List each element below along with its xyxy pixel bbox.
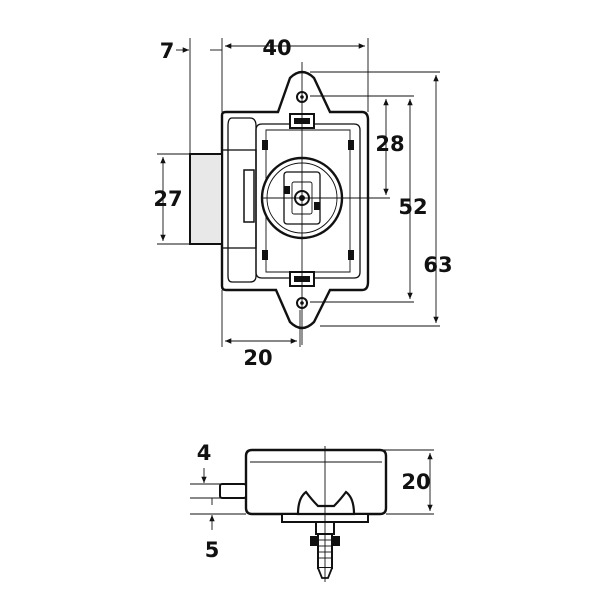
front-view [189,62,372,345]
inner-housing-edge [265,129,351,273]
dim-label-40: 40 [262,36,291,60]
side-bolt [219,483,247,499]
side-dimensions: 4 5 20 [190,441,434,562]
bolt-block [189,153,223,245]
dim-label-28: 28 [375,132,404,156]
side-body [244,448,388,516]
dim-label-27: 27 [153,187,182,211]
mounting-plate [220,70,370,330]
dim-label-20-front: 20 [243,346,272,370]
dim-label-5: 5 [205,538,220,562]
left-slot [227,117,257,283]
dim-label-63: 63 [423,253,452,277]
dim-label-52: 52 [398,195,427,219]
bolt-tongue [221,149,257,249]
dim-label-4: 4 [197,441,212,465]
bolt-latch [243,169,255,223]
dim-label-7: 7 [160,39,175,63]
dim-label-20-side: 20 [401,470,430,494]
side-view [219,446,388,582]
front-dimensions: 40 7 27 28 52 63 20 [153,36,452,370]
thumb-turn [296,490,356,516]
